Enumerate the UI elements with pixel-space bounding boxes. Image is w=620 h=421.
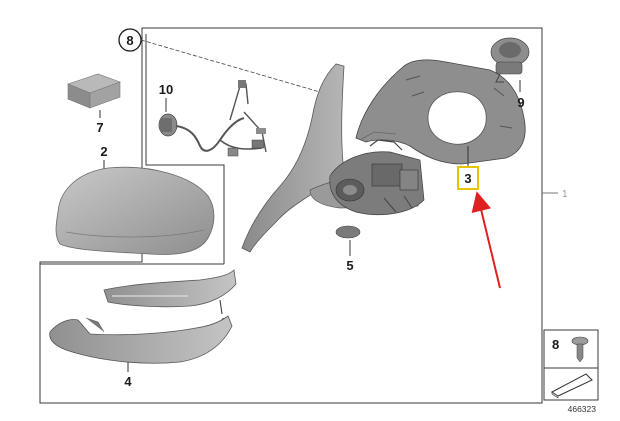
callout-7: 7 (96, 120, 103, 135)
callout-8-circle: 8 (118, 28, 321, 93)
callout-1: 1 (562, 189, 568, 200)
callout-10: 10 (159, 82, 173, 97)
callout-2: 2 (100, 144, 107, 159)
highlight-box-3 (457, 166, 479, 190)
foam-pad-5 (335, 225, 361, 239)
screw-icon (571, 336, 589, 363)
callout-4: 4 (124, 374, 132, 389)
callout-8: 8 (126, 33, 133, 48)
mirror-cover-icon (55, 166, 215, 255)
screw-box-callout: 8 (552, 337, 559, 352)
foam-pad-icon (67, 73, 121, 109)
wedge-icon (551, 373, 593, 399)
mirror-motor-icon (490, 37, 530, 83)
trim-strip-icon (49, 315, 233, 364)
red-arrow (471, 191, 501, 289)
outer-frame (39, 27, 543, 404)
callout-5: 5 (346, 258, 353, 273)
callout-9: 9 (517, 95, 524, 110)
screw-box: 8 (543, 329, 599, 401)
diagram-number: 466323 (568, 404, 597, 414)
wiring-harness-icon (158, 80, 267, 157)
actuator-icon (329, 139, 425, 216)
mirror-base-icon (241, 63, 345, 253)
callout-3: 3 (464, 171, 471, 186)
indicator-lamp-icon (103, 269, 237, 308)
